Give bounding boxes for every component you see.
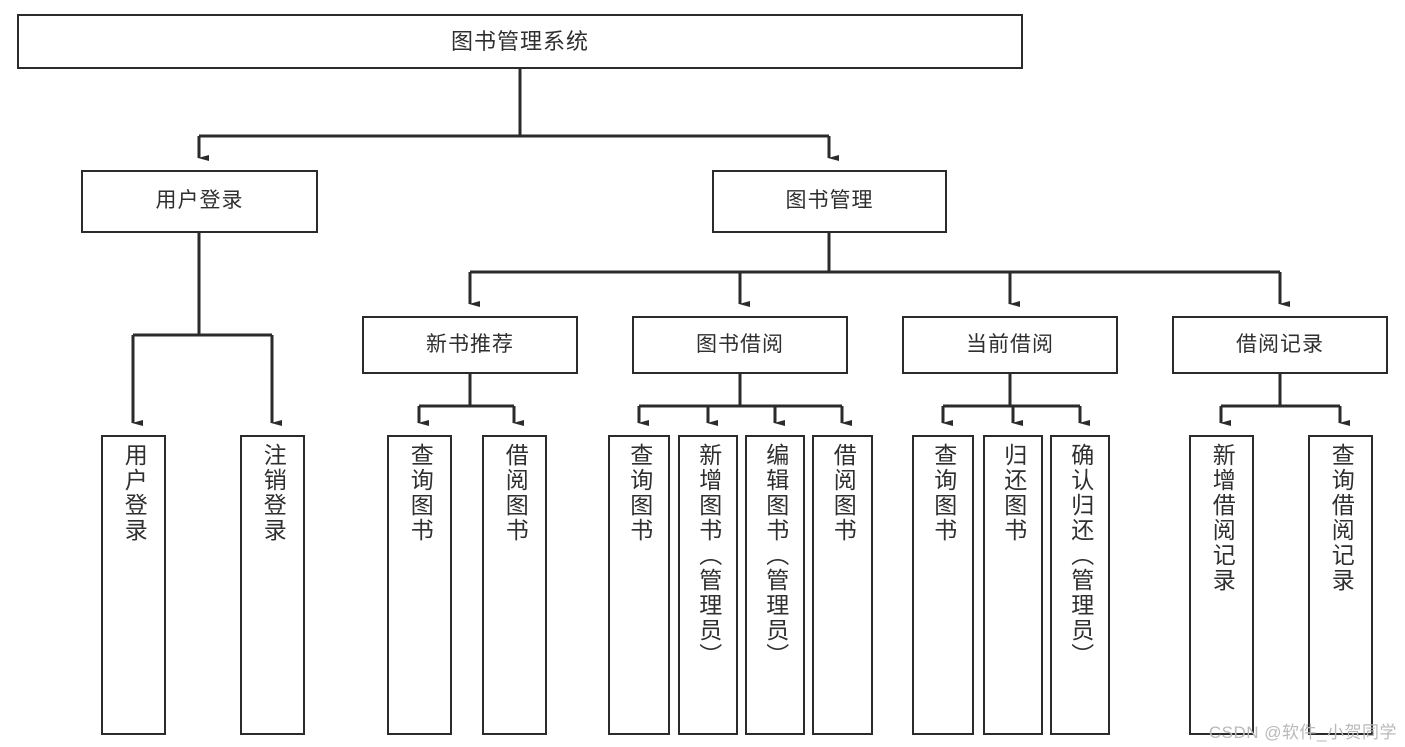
node-current-borrow[interactable]: 当前借阅 [902,316,1118,374]
node-leaf-return-book[interactable]: 归还图书 [983,435,1043,735]
node-book-management[interactable]: 图书管理 [712,170,947,233]
csdn-watermark: CSDN @软件_小贺同学 [1208,723,1397,742]
node-leaf-query-book-2[interactable]: 查询图书 [608,435,670,735]
node-label: 查询图书 [626,443,653,543]
node-label: 用户登录 [121,443,148,543]
node-label: 借阅图书 [502,443,529,543]
node-label: 归还图书 [1000,443,1027,543]
node-leaf-add-borrow-record[interactable]: 新增借阅记录 [1189,435,1254,735]
node-book-borrow[interactable]: 图书借阅 [632,316,848,374]
node-label: 注销登录 [260,443,287,543]
node-leaf-logout-login[interactable]: 注销登录 [240,435,305,735]
node-label: 查询借阅记录 [1328,443,1355,593]
node-label: 新增图书（管理员） [695,443,722,668]
node-label: 借阅记录 [1236,332,1324,356]
node-root-book-management-system[interactable]: 图书管理系统 [17,14,1023,69]
node-leaf-edit-book-admin[interactable]: 编辑图书（管理员） [745,435,805,735]
node-leaf-borrow-book-1[interactable]: 借阅图书 [482,435,547,735]
node-label: 图书借阅 [696,332,784,356]
node-leaf-query-borrow-record[interactable]: 查询借阅记录 [1308,435,1373,735]
node-user-login[interactable]: 用户登录 [81,170,318,233]
node-label: 图书管理系统 [450,28,589,54]
node-label: 查询图书 [407,443,434,543]
node-leaf-borrow-book-2[interactable]: 借阅图书 [812,435,873,735]
node-label: 新增借阅记录 [1209,443,1236,593]
node-label: 当前借阅 [966,332,1054,356]
node-leaf-user-login[interactable]: 用户登录 [101,435,166,735]
node-label: 确认归还（管理员） [1067,443,1094,668]
node-leaf-confirm-return-admin[interactable]: 确认归还（管理员） [1050,435,1110,735]
node-borrow-record[interactable]: 借阅记录 [1172,316,1388,374]
node-leaf-query-book-3[interactable]: 查询图书 [912,435,974,735]
node-label: 用户登录 [155,189,244,213]
node-label: 新书推荐 [426,332,514,356]
node-label: 图书管理 [785,189,874,213]
node-leaf-add-book-admin[interactable]: 新增图书（管理员） [678,435,738,735]
node-label: 编辑图书（管理员） [762,443,789,668]
node-label: 借阅图书 [830,443,857,543]
node-leaf-query-book-1[interactable]: 查询图书 [387,435,452,735]
node-label: 查询图书 [930,443,957,543]
node-new-book-recommend[interactable]: 新书推荐 [362,316,578,374]
